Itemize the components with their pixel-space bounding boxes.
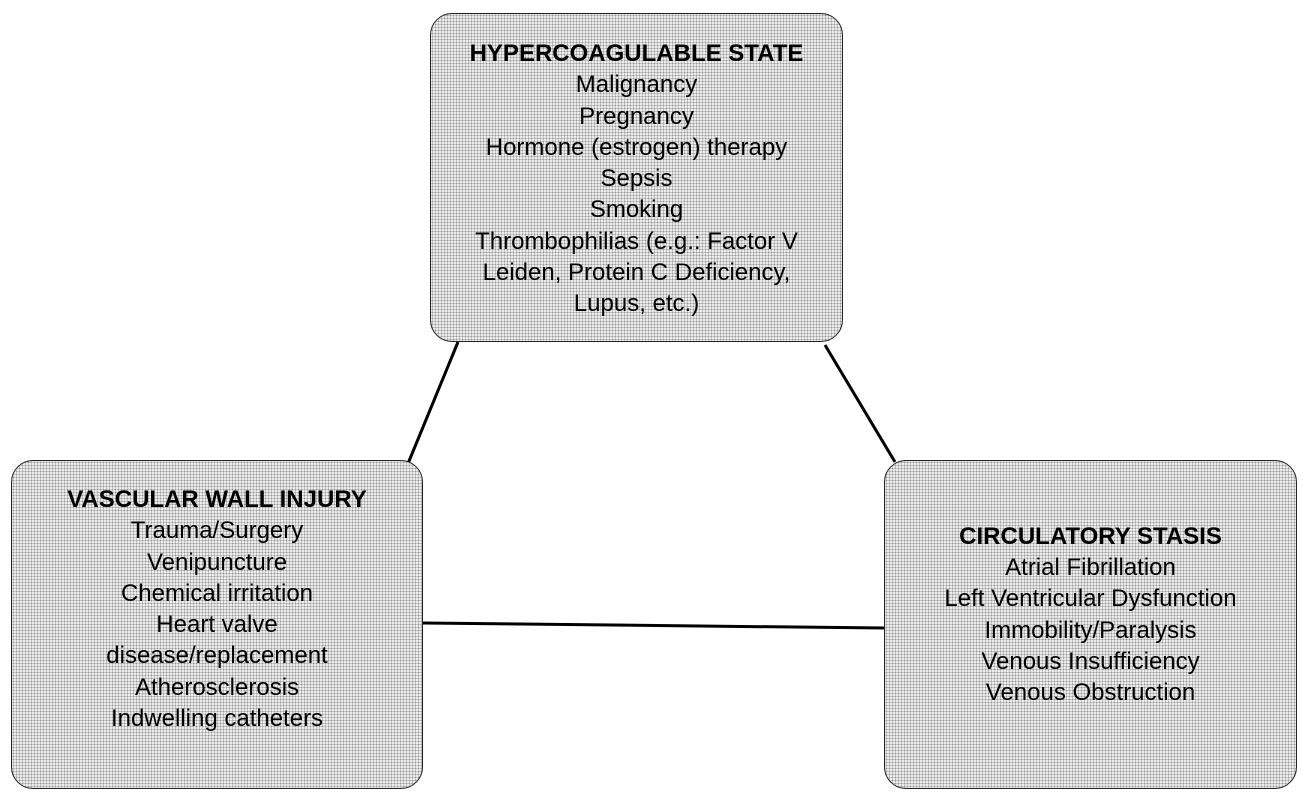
- connector-top-left: [405, 341, 460, 467]
- hypercoagulable-item: Pregnancy: [579, 102, 694, 130]
- vascular-wall-injury-item: Venipuncture: [146, 548, 288, 576]
- hypercoagulable-state-box: HYPERCOAGULABLE STATE Malignancy Pregnan…: [430, 13, 843, 342]
- circulatory-stasis-item: Venous Obstruction: [985, 679, 1196, 707]
- vascular-wall-injury-item: Heart valve: [156, 611, 278, 639]
- hypercoagulable-item: Lupus, etc.): [573, 290, 700, 318]
- hypercoagulable-state-title: HYPERCOAGULABLE STATE: [469, 40, 804, 67]
- vascular-wall-injury-item: Chemical irritation: [120, 579, 314, 607]
- vascular-wall-injury-item: Indwelling catheters: [110, 705, 324, 733]
- circulatory-stasis-item: Left Ventricular Dysfunction: [944, 585, 1237, 613]
- vascular-wall-injury-item: Atherosclerosis: [134, 673, 300, 701]
- hypercoagulable-item: Sepsis: [600, 165, 673, 193]
- vascular-wall-injury-title: VASCULAR WALL INJURY: [67, 486, 367, 513]
- vascular-wall-injury-box: VASCULAR WALL INJURY Trauma/Surgery Veni…: [11, 460, 423, 789]
- circulatory-stasis-item: Atrial Fibrillation: [1005, 553, 1176, 581]
- circulatory-stasis-title: CIRCULATORY STASIS: [959, 522, 1222, 550]
- hypercoagulable-item: Smoking: [589, 196, 684, 224]
- hypercoagulable-item: Leiden, Protein C Deficiency,: [482, 259, 791, 287]
- connector-top-right: [823, 344, 897, 463]
- connector-left-right: [422, 621, 885, 630]
- circulatory-stasis-item: Venous Insufficiency: [981, 647, 1200, 675]
- vascular-wall-injury-item: Trauma/Surgery: [130, 517, 304, 545]
- hypercoagulable-item: Thrombophilias (e.g.: Factor V: [475, 227, 798, 255]
- vascular-wall-injury-item: disease/replacement: [106, 642, 328, 670]
- hypercoagulable-item: Hormone (estrogen) therapy: [485, 133, 788, 161]
- circulatory-stasis-item: Immobility/Paralysis: [984, 616, 1197, 644]
- hypercoagulable-item: Malignancy: [575, 71, 698, 99]
- circulatory-stasis-box: CIRCULATORY STASIS Atrial Fibrillation L…: [884, 460, 1297, 789]
